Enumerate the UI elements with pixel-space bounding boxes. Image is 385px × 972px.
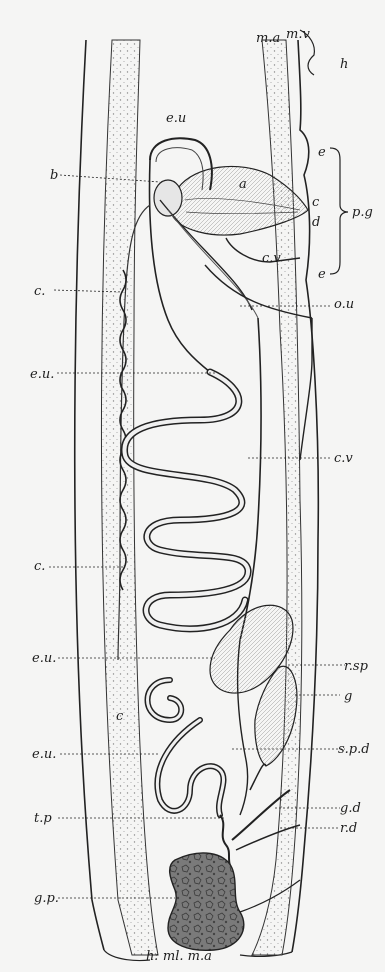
label-pg: p.g bbox=[352, 206, 373, 219]
label-spd: s.p.d bbox=[338, 743, 370, 756]
label-mv-top: m.v bbox=[286, 28, 310, 41]
label-e-upper: e bbox=[318, 146, 326, 159]
label-tp: t.p bbox=[34, 812, 52, 825]
bottom-caption: h: ml. m.a bbox=[146, 950, 212, 963]
label-rsp: r.sp bbox=[344, 660, 368, 673]
label-e-lower: e bbox=[318, 268, 326, 281]
label-eu-top: e.u bbox=[166, 112, 186, 125]
pg-bracket bbox=[330, 148, 348, 274]
genital-pore-mass bbox=[168, 853, 244, 950]
coiled-uterus bbox=[124, 372, 248, 629]
label-gp: g.p. bbox=[34, 892, 59, 905]
label-d: d bbox=[312, 216, 320, 229]
label-b: b bbox=[50, 169, 58, 182]
label-c-lower: c. bbox=[34, 560, 45, 573]
label-gd: g.d bbox=[340, 802, 361, 815]
label-eu-low: e.u. bbox=[32, 652, 56, 665]
label-h: h bbox=[340, 58, 348, 71]
label-c-small: c bbox=[312, 196, 319, 209]
label-a: a bbox=[239, 178, 247, 191]
label-ou: o.u bbox=[334, 298, 354, 311]
label-cv-upper: c.v bbox=[262, 252, 281, 265]
label-c-bottom: c bbox=[116, 710, 123, 723]
label-ma-top: m.a bbox=[256, 32, 280, 45]
cv-duct bbox=[240, 318, 261, 640]
label-g: g bbox=[344, 690, 352, 703]
label-eu-bottom: e.u. bbox=[32, 748, 56, 761]
ou-duct bbox=[300, 318, 312, 460]
label-c-upper: c. bbox=[34, 285, 45, 298]
label-rd: r.d bbox=[340, 822, 357, 835]
label-eu-mid: e.u. bbox=[30, 368, 54, 381]
label-cv-mid: c.v bbox=[334, 452, 353, 465]
